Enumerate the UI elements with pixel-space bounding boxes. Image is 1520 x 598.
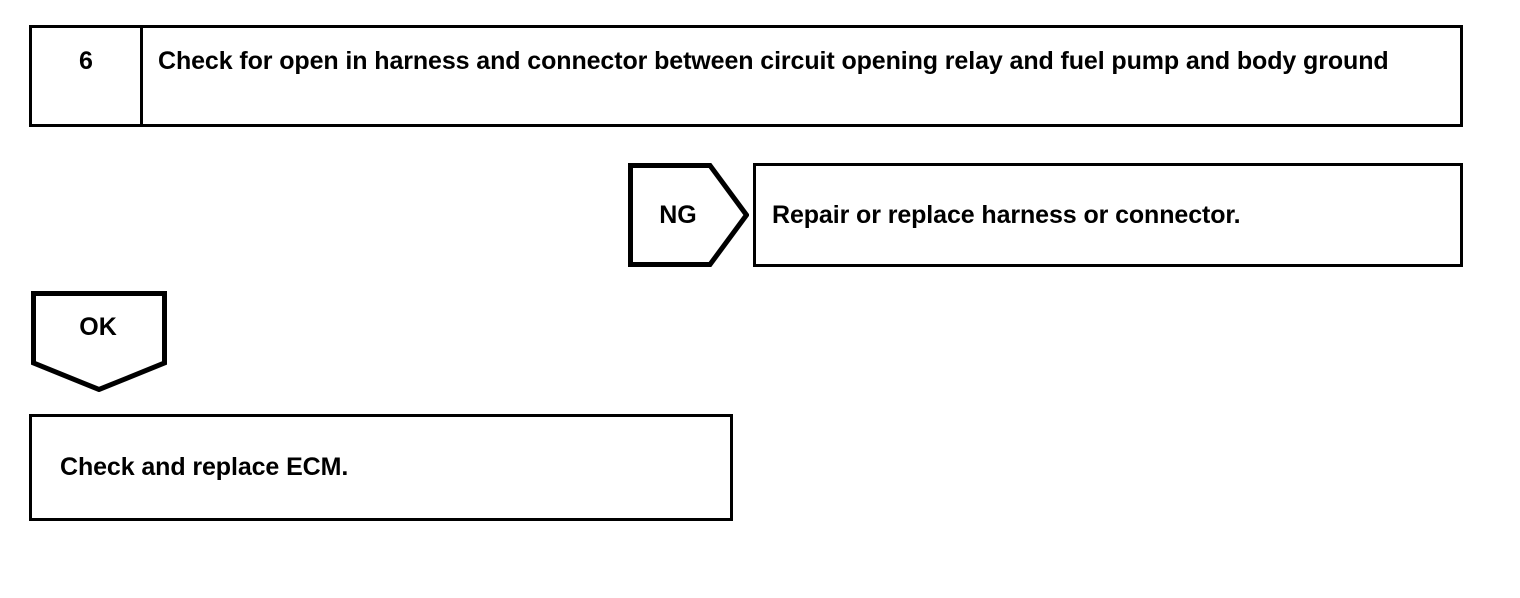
- ok-branch-pentagon: [31, 291, 167, 392]
- step-row: 6 Check for open in harness and connecto…: [29, 25, 1463, 127]
- ng-result-box: Repair or replace harness or connector.: [753, 163, 1463, 267]
- ok-result-text: Check and replace ECM.: [60, 453, 349, 481]
- ok-pentagon-shape: [31, 291, 167, 392]
- ng-branch-pentagon: [628, 163, 749, 267]
- ng-result-text: Repair or replace harness or connector.: [772, 200, 1241, 229]
- step-instruction-text: Check for open in harness and connector …: [158, 47, 1389, 75]
- ok-result-box: Check and replace ECM.: [29, 414, 733, 521]
- step-instruction-cell: Check for open in harness and connector …: [146, 28, 1460, 124]
- step-number: 6: [79, 47, 93, 75]
- ng-pentagon-shape: [628, 163, 749, 267]
- step-number-cell: 6: [32, 28, 143, 124]
